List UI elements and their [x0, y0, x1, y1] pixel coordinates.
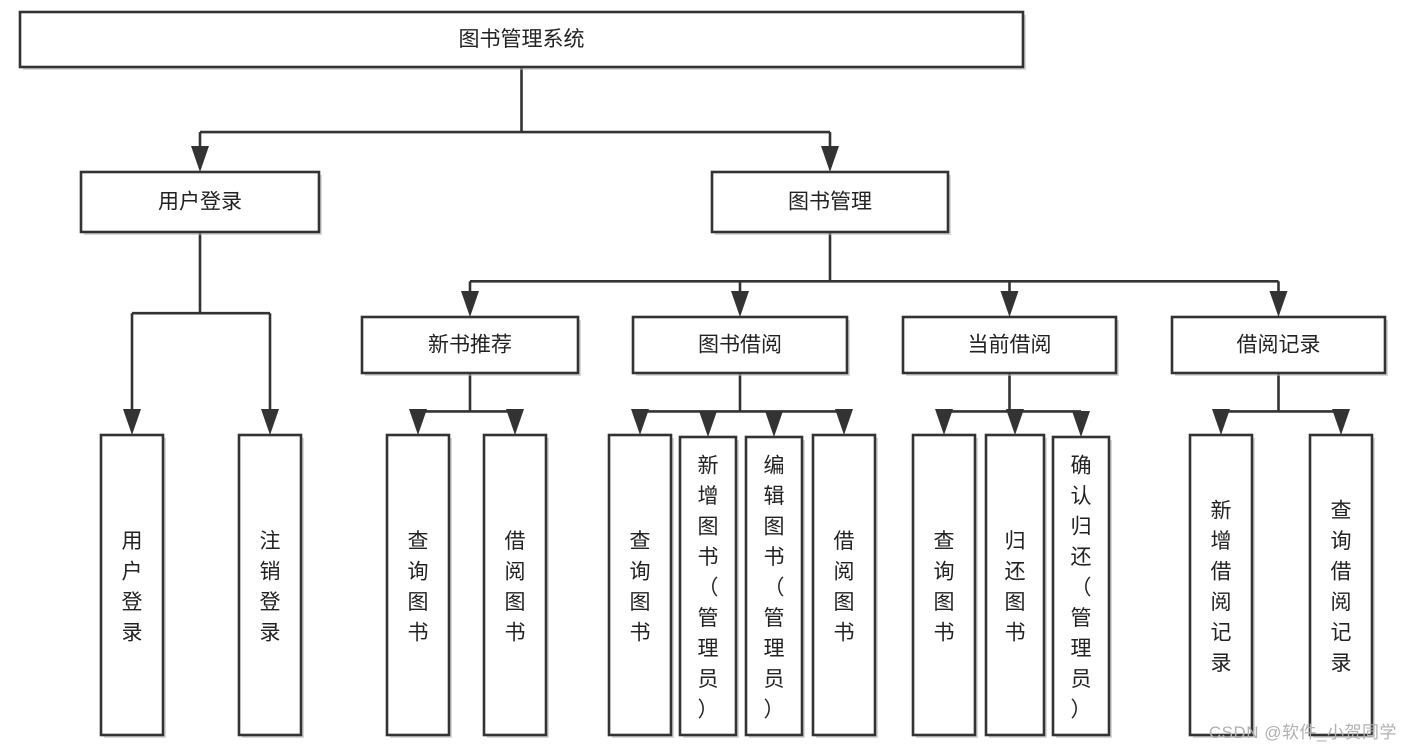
arrow-head-icon	[191, 146, 209, 172]
node-rect[interactable]	[360, 315, 580, 375]
arrow-head-icon	[699, 411, 717, 437]
arrow-head-icon	[461, 291, 479, 317]
node-label: 图书管理	[788, 191, 872, 214]
node-label: 查询图书	[408, 530, 429, 645]
node-newbook[interactable]: 新书推荐	[360, 315, 581, 376]
node-record[interactable]: 借阅记录	[1170, 315, 1388, 376]
arrow-head-icon	[123, 409, 141, 435]
node-leaf-query-book-3[interactable]: 查询图书	[911, 433, 978, 738]
node-leaf-query-record[interactable]: 查询借阅记录	[1308, 433, 1375, 738]
node-leaf-return-book[interactable]: 归还图书	[984, 433, 1047, 738]
arrow-head-icon	[935, 409, 953, 435]
arrow-head-icon	[835, 409, 853, 435]
node-rect[interactable]	[18, 10, 1025, 69]
node-leaf-query-book-1[interactable]: 查询图书	[385, 433, 452, 738]
node-rect[interactable]	[1188, 433, 1254, 737]
connectors-layer	[123, 67, 1350, 437]
node-leaf-query-book-2[interactable]: 查询图书	[607, 433, 674, 738]
node-login[interactable]: 用户登录	[79, 170, 322, 235]
node-rect[interactable]	[237, 433, 303, 737]
arrow-head-icon	[1072, 411, 1090, 437]
node-leaf-add-record[interactable]: 新增借阅记录	[1188, 433, 1255, 738]
node-label: 用户登录	[122, 530, 143, 645]
node-label: 注销登录	[260, 530, 281, 645]
node-label: 确认归还（管理员）	[1071, 455, 1092, 722]
node-label: 用户登录	[158, 191, 242, 214]
node-rect[interactable]	[984, 433, 1046, 737]
node-rect[interactable]	[901, 315, 1118, 375]
watermark-label: CSDN @软件_小贺同学	[1208, 723, 1397, 742]
node-rect[interactable]	[99, 433, 165, 737]
node-rect[interactable]	[811, 433, 877, 737]
node-leaf-borrow-book-2[interactable]: 借阅图书	[811, 433, 878, 738]
node-label: 查询借阅记录	[1331, 499, 1352, 675]
node-rect[interactable]	[1170, 315, 1387, 375]
node-label: 借阅记录	[1237, 334, 1321, 357]
node-leaf-logout[interactable]: 注销登录	[237, 433, 304, 738]
node-label: 查询图书	[934, 530, 955, 645]
node-rect[interactable]	[482, 433, 548, 737]
node-label: 借阅图书	[505, 530, 526, 645]
nodes-layer: 图书管理系统用户登录图书管理新书推荐图书借阅当前借阅借阅记录用户登录注销登录查询…	[18, 10, 1388, 738]
arrow-head-icon	[731, 291, 749, 317]
node-leaf-edit-book[interactable]: 编辑图书（管理员）	[744, 435, 805, 738]
node-rect[interactable]	[710, 170, 950, 234]
node-label: 归还图书	[1005, 530, 1026, 645]
node-label: 图书借阅	[698, 334, 782, 357]
node-rect[interactable]	[631, 315, 849, 375]
node-label: 新增图书（管理员）	[698, 455, 719, 722]
node-current[interactable]: 当前借阅	[901, 315, 1119, 376]
arrow-head-icon	[506, 409, 524, 435]
node-label: 新书推荐	[428, 334, 512, 357]
node-label: 当前借阅	[968, 334, 1052, 357]
node-root[interactable]: 图书管理系统	[18, 10, 1026, 70]
arrow-head-icon	[1332, 409, 1350, 435]
node-label: 图书管理系统	[459, 28, 585, 51]
node-rect[interactable]	[607, 433, 673, 737]
node-label: 借阅图书	[834, 530, 855, 645]
arrow-head-icon	[1212, 409, 1230, 435]
node-rect[interactable]	[1308, 433, 1374, 737]
node-rect[interactable]	[678, 435, 738, 737]
node-leaf-borrow-book-1[interactable]: 借阅图书	[482, 433, 549, 738]
arrow-head-icon	[1006, 409, 1024, 435]
node-label: 新增借阅记录	[1211, 499, 1232, 675]
node-bookmgr[interactable]: 图书管理	[710, 170, 951, 235]
arrow-head-icon	[261, 409, 279, 435]
node-rect[interactable]	[385, 433, 451, 737]
arrow-head-icon	[409, 409, 427, 435]
arrow-head-icon	[631, 409, 649, 435]
node-leaf-confirm-return[interactable]: 确认归还（管理员）	[1051, 435, 1112, 738]
node-rect[interactable]	[744, 435, 804, 737]
node-rect[interactable]	[1051, 435, 1111, 737]
arrow-head-icon	[765, 411, 783, 437]
node-label: 查询图书	[630, 530, 651, 645]
node-rect[interactable]	[79, 170, 321, 234]
arrow-head-icon	[821, 146, 839, 172]
arrow-head-icon	[1000, 291, 1019, 317]
node-borrow[interactable]: 图书借阅	[631, 315, 850, 376]
node-label: 编辑图书（管理员）	[764, 455, 785, 722]
arrow-head-icon	[1269, 291, 1288, 317]
node-leaf-user-login[interactable]: 用户登录	[99, 433, 166, 738]
node-rect[interactable]	[911, 433, 977, 737]
node-leaf-add-book[interactable]: 新增图书（管理员）	[678, 435, 739, 738]
